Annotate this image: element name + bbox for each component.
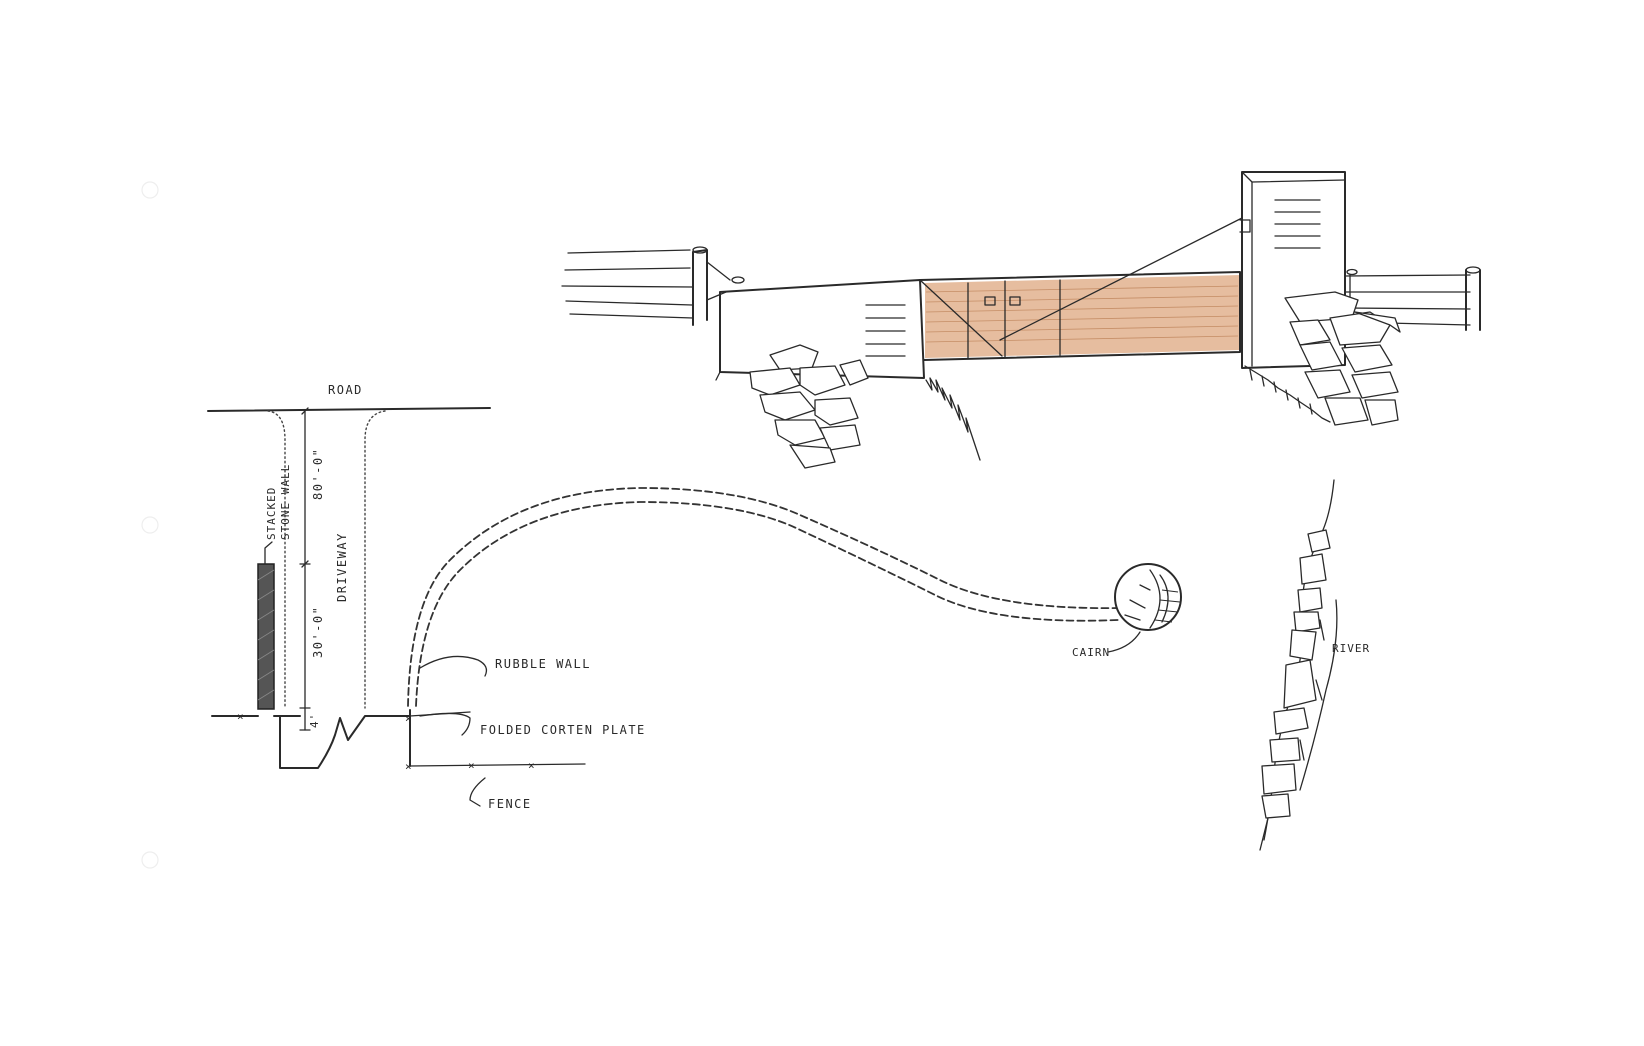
rubble-wall bbox=[407, 487, 1121, 707]
dimension-middle: 30'-0" bbox=[311, 606, 325, 658]
driveway-edge-right bbox=[364, 410, 386, 709]
stone-wall-label-2: STONE WALL bbox=[279, 464, 292, 540]
gate-panel bbox=[919, 217, 1243, 361]
dimension-bottom: 4' bbox=[308, 713, 321, 728]
driveway-label: DRIVEWAY bbox=[335, 532, 349, 602]
river-label: RIVER bbox=[1332, 642, 1370, 655]
cairn bbox=[1114, 563, 1182, 631]
svg-text:×: × bbox=[405, 712, 413, 725]
left-wall-block bbox=[715, 279, 925, 381]
river bbox=[1259, 479, 1338, 851]
left-fence bbox=[561, 246, 745, 326]
dimension-top: 80'-0" bbox=[311, 448, 325, 500]
stacked-stone-wall bbox=[257, 563, 275, 710]
svg-text:×: × bbox=[405, 760, 413, 773]
grass-tufts bbox=[925, 365, 1331, 461]
rubble-wall-label: RUBBLE WALL bbox=[495, 657, 591, 671]
road-line bbox=[207, 407, 491, 412]
gate-elevation bbox=[561, 171, 1481, 469]
fence-line bbox=[409, 763, 586, 767]
svg-text:×: × bbox=[528, 759, 536, 772]
svg-text:×: × bbox=[468, 759, 476, 772]
driveway-edge-left bbox=[267, 410, 286, 709]
stone-wall-label-1: STACKED bbox=[265, 487, 278, 540]
cairn-label: CAIRN bbox=[1072, 646, 1110, 659]
svg-text:×: × bbox=[237, 710, 245, 723]
binder-holes bbox=[141, 181, 159, 869]
site-plan: ROAD 80'-0" 30'-0" 4' DRIVEWAY STACKED S… bbox=[207, 383, 1370, 851]
gate-entrance bbox=[279, 715, 411, 769]
corten-plate-label: FOLDED CORTEN PLATE bbox=[480, 723, 646, 737]
left-rock-pile bbox=[749, 344, 869, 469]
fence-label: FENCE bbox=[488, 797, 532, 811]
right-fence bbox=[1344, 266, 1481, 331]
right-rock-pile bbox=[1284, 291, 1401, 426]
road-label: ROAD bbox=[328, 383, 363, 397]
right-pier bbox=[1239, 171, 1346, 369]
